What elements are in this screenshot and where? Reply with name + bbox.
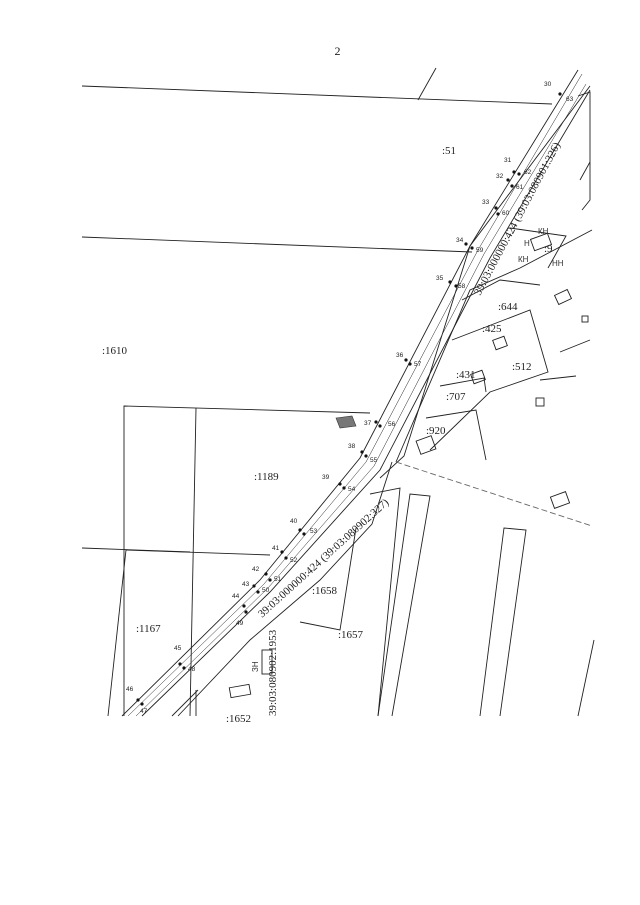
point-label: 57: [414, 361, 422, 368]
parcel-boundary: [539, 375, 577, 381]
building-mark: КН: [538, 227, 549, 236]
building: [549, 491, 571, 509]
point-label: 36: [396, 352, 404, 359]
point-label: 31: [504, 157, 512, 164]
parcel-boundary: [439, 377, 487, 393]
parcel-label: :9: [544, 243, 553, 255]
parcel-boundary: [299, 527, 357, 631]
point-label: 48: [188, 666, 196, 673]
point-label: 42: [252, 566, 260, 573]
parcel-boundary: [417, 67, 437, 101]
point-label: 50: [262, 587, 270, 594]
strip: [577, 639, 595, 717]
parcel-label: :1657: [338, 629, 364, 641]
building-mark: ЗН: [251, 661, 260, 672]
building-mark: КН: [518, 255, 529, 264]
point-label: 46: [126, 686, 134, 693]
parcel-boundary: [559, 339, 591, 353]
strip: [479, 527, 527, 717]
point-label: 59: [476, 247, 484, 254]
point-label: 53: [310, 528, 318, 535]
point-label: 63: [566, 96, 574, 103]
corridor-edge-left: [121, 69, 579, 717]
parcel-boundary: [171, 689, 199, 717]
point-label: 62: [524, 169, 532, 176]
point-label: 41: [272, 545, 280, 552]
point-label: 60: [502, 210, 510, 217]
building-mark: Н: [524, 239, 530, 248]
point-label: 52: [290, 557, 298, 564]
parcel-boundary: [509, 227, 567, 269]
parcel-label: :425: [482, 323, 502, 335]
parcel-boundary: [577, 91, 591, 211]
building: [228, 683, 252, 699]
point-label: 47: [140, 708, 148, 715]
point-label: 43: [242, 581, 250, 588]
building: [581, 315, 589, 323]
parcel-label: :512: [512, 361, 532, 373]
parcel-label: :1189: [254, 471, 279, 483]
parcel-label: :1658: [312, 585, 338, 597]
corridor-inner-line: [135, 83, 587, 717]
road-label-upper: 39:03:000000:424 (39:03:080901:326): [472, 140, 563, 297]
point-label: 51: [274, 576, 282, 583]
shaded-parcel: [335, 415, 357, 429]
building: [535, 397, 545, 407]
boundary-point-dots: [136, 92, 562, 706]
parcel-label: :51: [442, 145, 456, 157]
parcel-boundary: [81, 236, 473, 253]
parcel-boundary: [425, 409, 487, 461]
parcel-boundary: [579, 161, 591, 181]
point-label: 32: [496, 173, 504, 180]
building: [261, 649, 273, 675]
building: [470, 369, 486, 385]
building-mark: НН: [552, 259, 564, 268]
point-label: 58: [458, 283, 466, 290]
point-label: 39: [322, 474, 330, 481]
point-label: 45: [174, 645, 182, 652]
point-label: 61: [516, 184, 524, 191]
point-label: 30: [544, 81, 552, 88]
parcel-label: :1610: [102, 345, 128, 357]
strip: [369, 487, 401, 717]
page-number: 2: [334, 44, 341, 58]
parcel-boundary: [189, 407, 197, 717]
parcel-label: :1652: [226, 713, 251, 725]
parcel-label: :431: [456, 369, 476, 381]
strip: [377, 493, 431, 717]
parcel-label: :1167: [136, 623, 161, 635]
building: [492, 335, 508, 351]
dashed-boundary: [395, 461, 593, 527]
parcel-label: :920: [426, 425, 446, 437]
parcel-boundary: [461, 279, 541, 301]
building: [529, 232, 553, 252]
parcel-label: :707: [446, 391, 466, 403]
point-label: 44: [232, 593, 240, 600]
parcel-boundary: [123, 405, 371, 716]
parcel-boundary: [107, 549, 271, 717]
corridor-inner-line: [127, 73, 583, 717]
point-label: 55: [370, 457, 378, 464]
point-label: 54: [348, 486, 356, 493]
road-label-bottom: 39:03:080902:1953: [267, 629, 279, 716]
road-upper-edge: [379, 85, 591, 479]
corridor-edge-right: [141, 89, 591, 717]
point-label: 35: [436, 275, 444, 282]
road-lower-edge: [177, 461, 393, 717]
road-edge: [395, 229, 593, 463]
point-label: 49: [236, 620, 244, 627]
parcel-boundary: [81, 85, 553, 105]
point-label: 38: [348, 443, 356, 450]
building: [553, 288, 573, 306]
parcel-label: :644: [498, 301, 518, 313]
road-label-lower: 39:03:000000:424 (39:03:080902:327): [256, 496, 392, 620]
point-label: 37: [364, 420, 372, 427]
building: [415, 435, 437, 455]
point-label: 40: [290, 518, 298, 525]
point-label: 33: [482, 199, 490, 206]
point-label: 34: [456, 237, 464, 244]
point-label: 56: [388, 421, 396, 428]
